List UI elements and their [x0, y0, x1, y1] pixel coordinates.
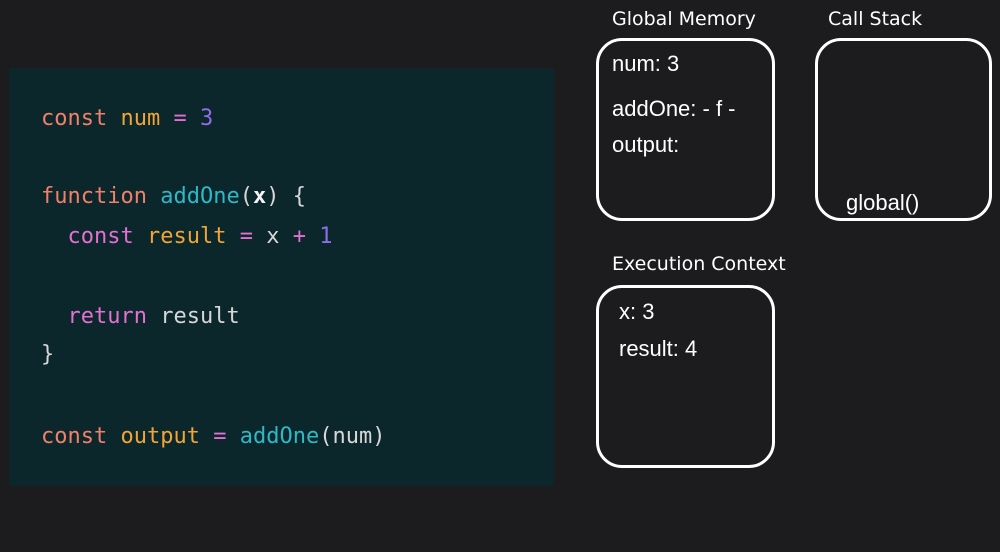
- function-name: addOne: [160, 184, 240, 209]
- keyword: function: [41, 184, 147, 209]
- execution-context-label: Execution Context: [612, 253, 786, 275]
- global-memory-item: num: 3: [612, 51, 680, 76]
- number-literal: 1: [319, 224, 333, 249]
- variable-name: output: [120, 424, 200, 449]
- code-line-1: const num = 3: [41, 106, 213, 132]
- variable-name: result: [146, 224, 227, 249]
- code-line-5: }: [41, 342, 54, 368]
- code-line-3: const result = x + 1: [41, 224, 333, 250]
- code-line-4: return result: [41, 304, 240, 330]
- variable-name: num: [120, 106, 161, 131]
- code-line-6: const output = addOne(num): [41, 424, 385, 450]
- keyword: return: [67, 304, 147, 329]
- global-memory-label: Global Memory: [612, 8, 756, 30]
- paren: (: [239, 184, 253, 209]
- keyword: const: [67, 224, 134, 249]
- keyword: const: [41, 106, 108, 131]
- parameter: x: [252, 184, 267, 209]
- code-line-2: function addOne(x) {: [41, 184, 306, 210]
- keyword: const: [41, 424, 108, 449]
- number-literal: 3: [199, 106, 214, 131]
- execution-context-box: x: 3 result: 4: [596, 285, 775, 468]
- execution-context-item: result: 4: [619, 336, 698, 361]
- operator: =: [213, 424, 227, 449]
- call-stack-box: global(): [815, 38, 992, 221]
- operator: =: [239, 224, 253, 249]
- identifier: result: [160, 304, 240, 329]
- call-stack-frame: global(): [846, 190, 920, 215]
- brace: }: [41, 342, 55, 367]
- global-memory-box: num: 3 addOne: - f - output:: [596, 38, 775, 221]
- paren: ): [266, 184, 280, 209]
- paren: (: [319, 424, 333, 449]
- call-stack-label: Call Stack: [828, 8, 923, 30]
- brace: {: [292, 184, 306, 209]
- operator: +: [292, 224, 306, 249]
- execution-context-item: x: 3: [619, 299, 655, 324]
- global-memory-item: addOne: - f -: [612, 96, 736, 121]
- identifier: x: [266, 224, 280, 249]
- function-name: addOne: [239, 424, 320, 449]
- operator: =: [173, 106, 187, 131]
- identifier: num: [332, 424, 373, 449]
- global-memory-item: output:: [612, 132, 680, 157]
- paren: ): [372, 424, 386, 449]
- code-panel: const num = 3 function addOne(x) { const…: [9, 68, 554, 486]
